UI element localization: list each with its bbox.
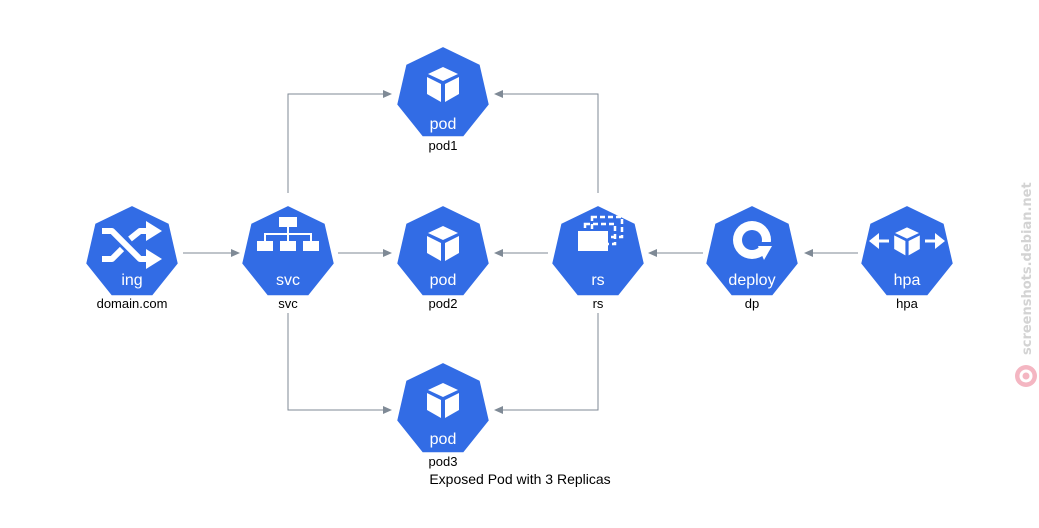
badge-dp: deploy [728, 272, 775, 289]
node-hpa: hpa [859, 204, 955, 298]
badge-ing: ing [121, 272, 142, 289]
label-pod3: pod3 [429, 454, 458, 469]
badge-rs: rs [591, 272, 604, 289]
watermark-logo-icon [1015, 365, 1037, 387]
node-pod3: pod [395, 361, 491, 455]
node-pod2: pod [395, 204, 491, 298]
ingress-shuffle-icon [102, 221, 162, 269]
watermark: screenshots.debian.net [1015, 182, 1037, 387]
node-ing: ing [84, 204, 180, 298]
label-pod1: pod1 [429, 138, 458, 153]
node-rs: rs [550, 204, 646, 298]
edge-svc-pod1 [287, 93, 385, 193]
badge-svc: svc [276, 272, 300, 289]
edge-svc-pod3 [287, 313, 385, 411]
replicaset-stack-icon [578, 215, 624, 251]
label-pod2: pod2 [429, 296, 458, 311]
badge-pod2: pod [430, 272, 457, 289]
label-svc: svc [278, 296, 298, 311]
node-dp: deploy [704, 204, 800, 298]
badge-pod1: pod [430, 116, 457, 133]
service-network-icon [257, 217, 319, 251]
badge-hpa: hpa [894, 272, 921, 289]
edge-rs-pod3 [501, 313, 599, 411]
deployment-cycle-icon [733, 221, 774, 262]
node-pod1: pod [395, 45, 491, 139]
label-rs: rs [593, 296, 604, 311]
label-dp: dp [745, 296, 759, 311]
badge-pod3: pod [430, 431, 457, 448]
edge-rs-pod1 [501, 93, 599, 193]
edges [183, 90, 858, 414]
label-hpa: hpa [896, 296, 918, 311]
node-svc: svc [240, 204, 336, 298]
label-domain: domain.com [97, 296, 168, 311]
diagram-caption: Exposed Pod with 3 Replicas [429, 471, 610, 487]
watermark-text: screenshots.debian.net [1020, 182, 1035, 355]
hpa-scale-icon [869, 224, 945, 258]
